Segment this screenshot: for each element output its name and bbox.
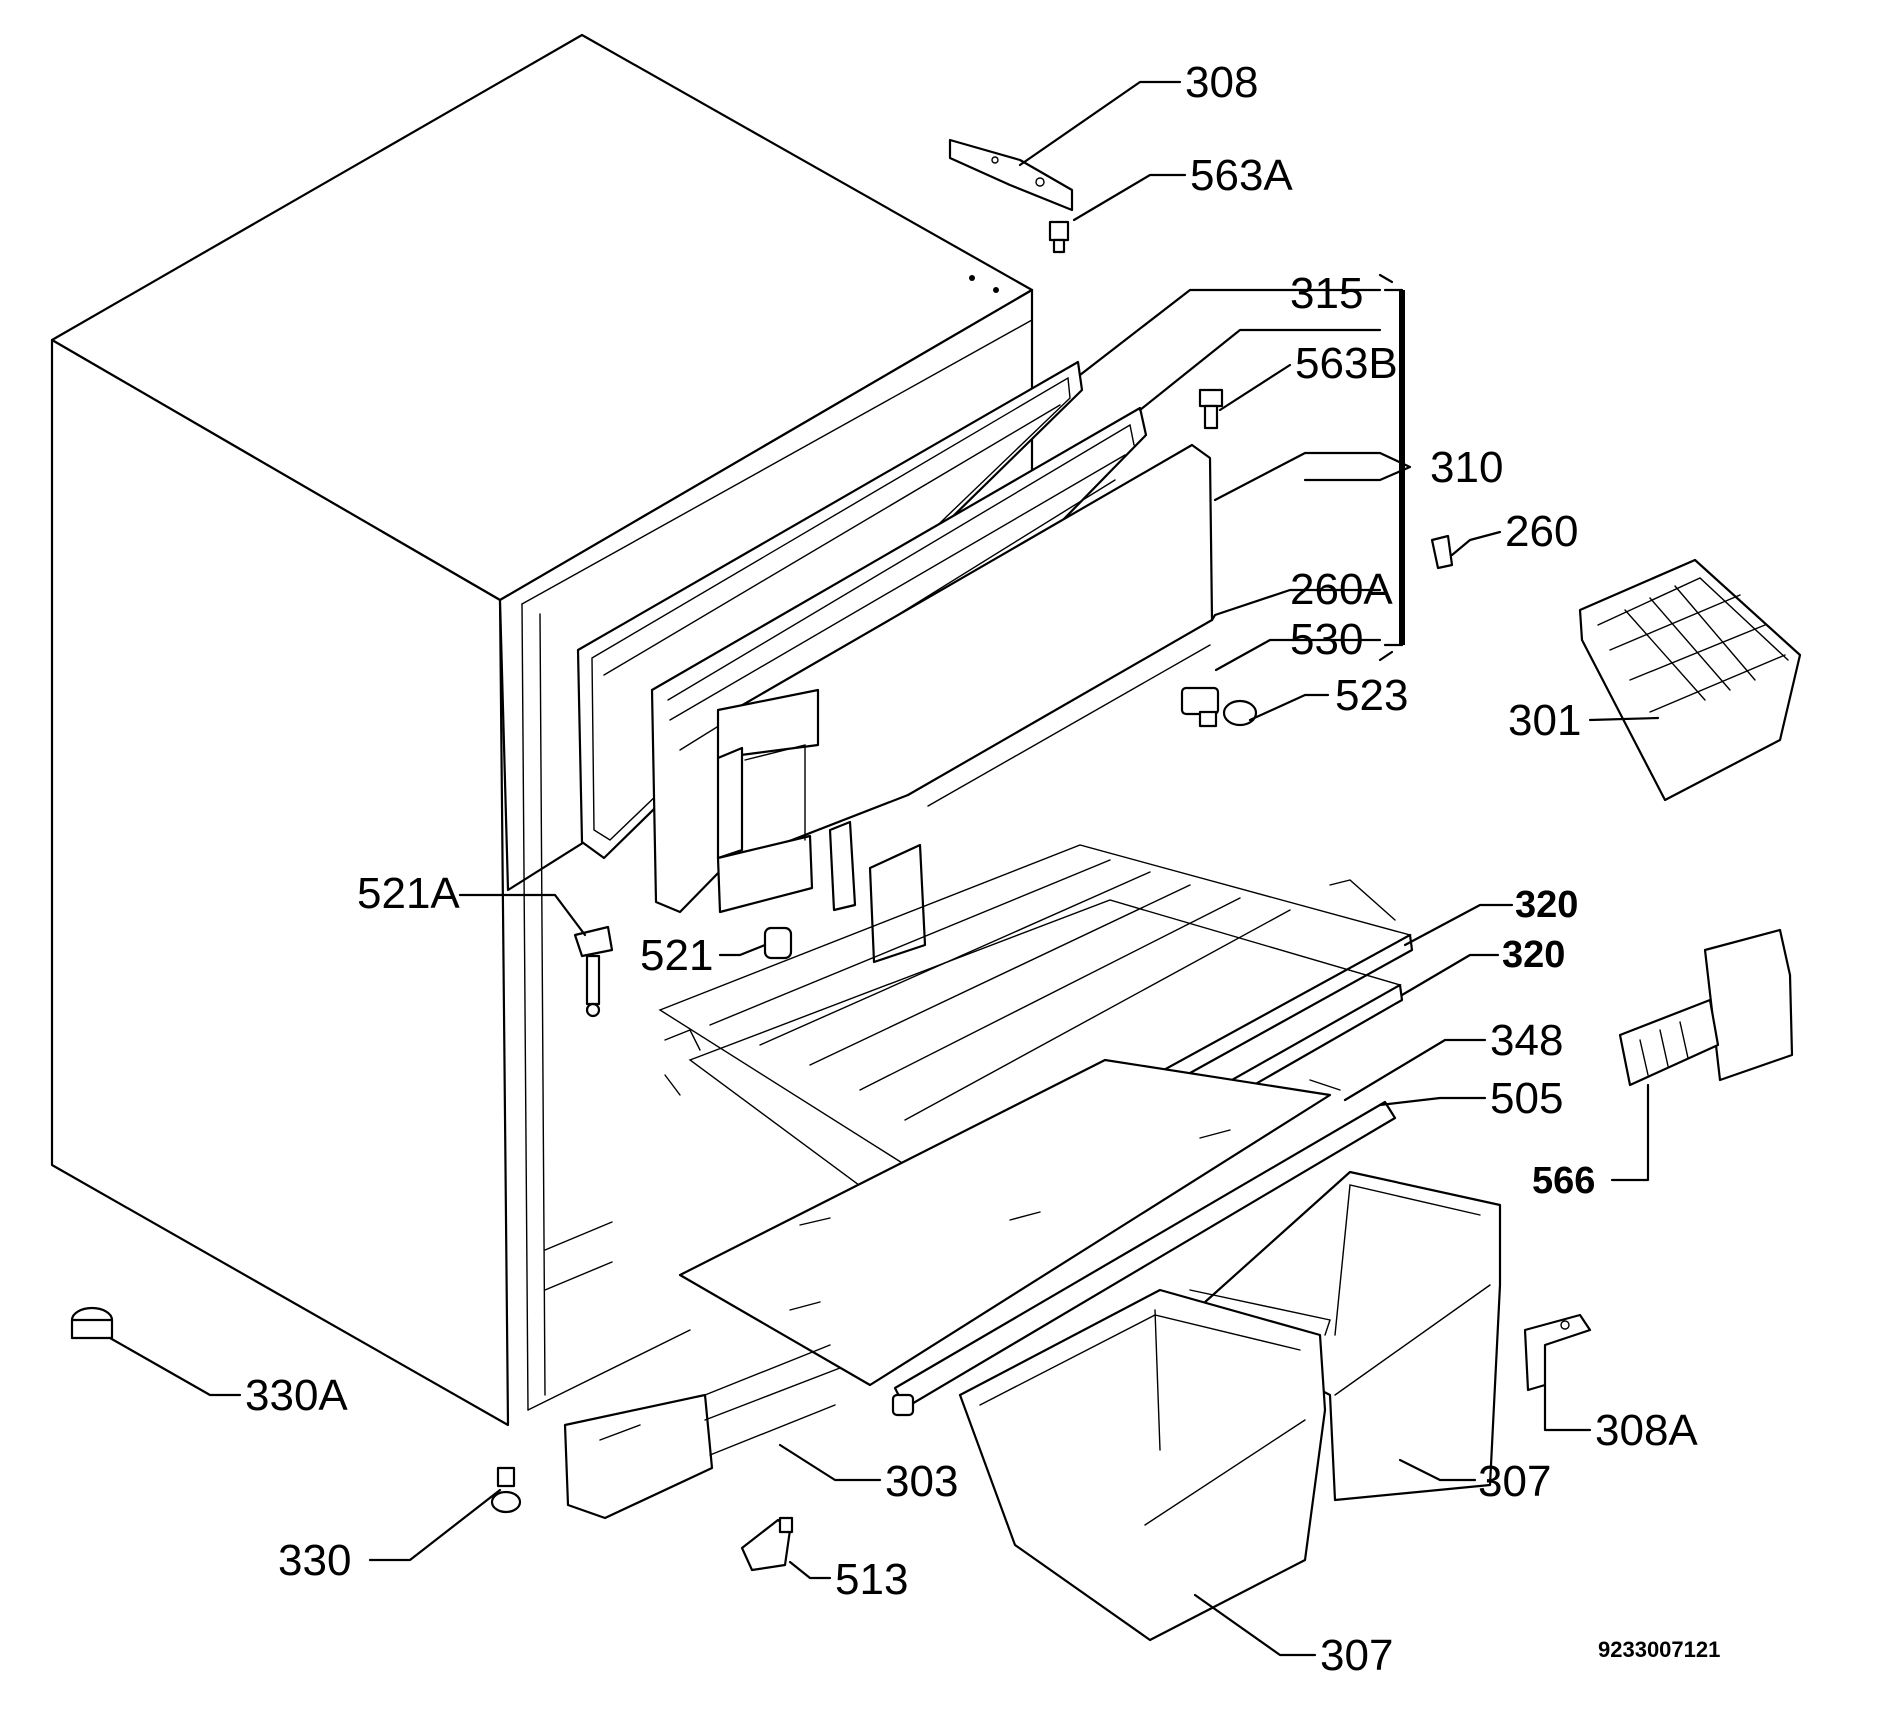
bottom-tray-303 xyxy=(563,1344,841,1520)
part-563a-pin xyxy=(1048,220,1070,254)
part-566-scraper xyxy=(1618,928,1794,1087)
label-566: 566 xyxy=(1532,1160,1595,1202)
part-308-hinge xyxy=(948,138,1074,212)
label-521a: 521A xyxy=(357,869,460,918)
label-320-lower: 320 xyxy=(1502,934,1565,976)
label-315: 315 xyxy=(1290,269,1363,318)
label-308a: 308A xyxy=(1595,1406,1698,1455)
label-521: 521 xyxy=(640,931,713,980)
label-303: 303 xyxy=(885,1457,958,1506)
group-bracket-310 xyxy=(1378,273,1405,662)
part-308a-bracket xyxy=(1523,1313,1592,1392)
crisper-drawer-front xyxy=(958,1288,1327,1642)
door-panel xyxy=(716,443,1214,964)
label-301: 301 xyxy=(1508,696,1581,745)
label-348: 348 xyxy=(1490,1016,1563,1065)
part-labels: 308 563A 315 563B 310 260 260A 530 523 3… xyxy=(245,58,1720,1680)
label-260: 260 xyxy=(1505,507,1578,556)
crisper-drawer-rear xyxy=(1183,1170,1502,1502)
part-513-clip xyxy=(740,1516,794,1572)
drawing-code: 9233007121 xyxy=(1598,1637,1720,1662)
part-330a-foot xyxy=(70,1306,114,1340)
label-530: 530 xyxy=(1290,615,1363,664)
label-513: 513 xyxy=(835,1555,908,1604)
label-308: 308 xyxy=(1185,58,1258,107)
label-330a: 330A xyxy=(245,1371,348,1420)
label-505: 505 xyxy=(1490,1074,1563,1123)
label-310: 310 xyxy=(1430,443,1503,492)
label-320-upper: 320 xyxy=(1515,884,1578,926)
label-260a: 260A xyxy=(1290,565,1393,614)
part-521 xyxy=(763,926,793,960)
part-521a xyxy=(573,925,614,1018)
glass-shelf-348 xyxy=(678,1058,1341,1387)
label-563a: 563A xyxy=(1190,151,1293,200)
label-523: 523 xyxy=(1335,671,1408,720)
trim-strip-505 xyxy=(891,1100,1397,1417)
part-301-ice-tray xyxy=(1578,558,1802,802)
label-330: 330 xyxy=(278,1536,351,1585)
part-523-hinge-pin xyxy=(1180,686,1258,728)
leader-lines xyxy=(108,80,1660,1657)
label-307-rear: 307 xyxy=(1478,1457,1551,1506)
part-260-clip xyxy=(1430,534,1454,570)
label-563b: 563B xyxy=(1295,339,1398,388)
part-330-foot-screw xyxy=(490,1466,522,1514)
label-307-front: 307 xyxy=(1320,1631,1393,1680)
part-563b-pin xyxy=(1198,388,1224,430)
